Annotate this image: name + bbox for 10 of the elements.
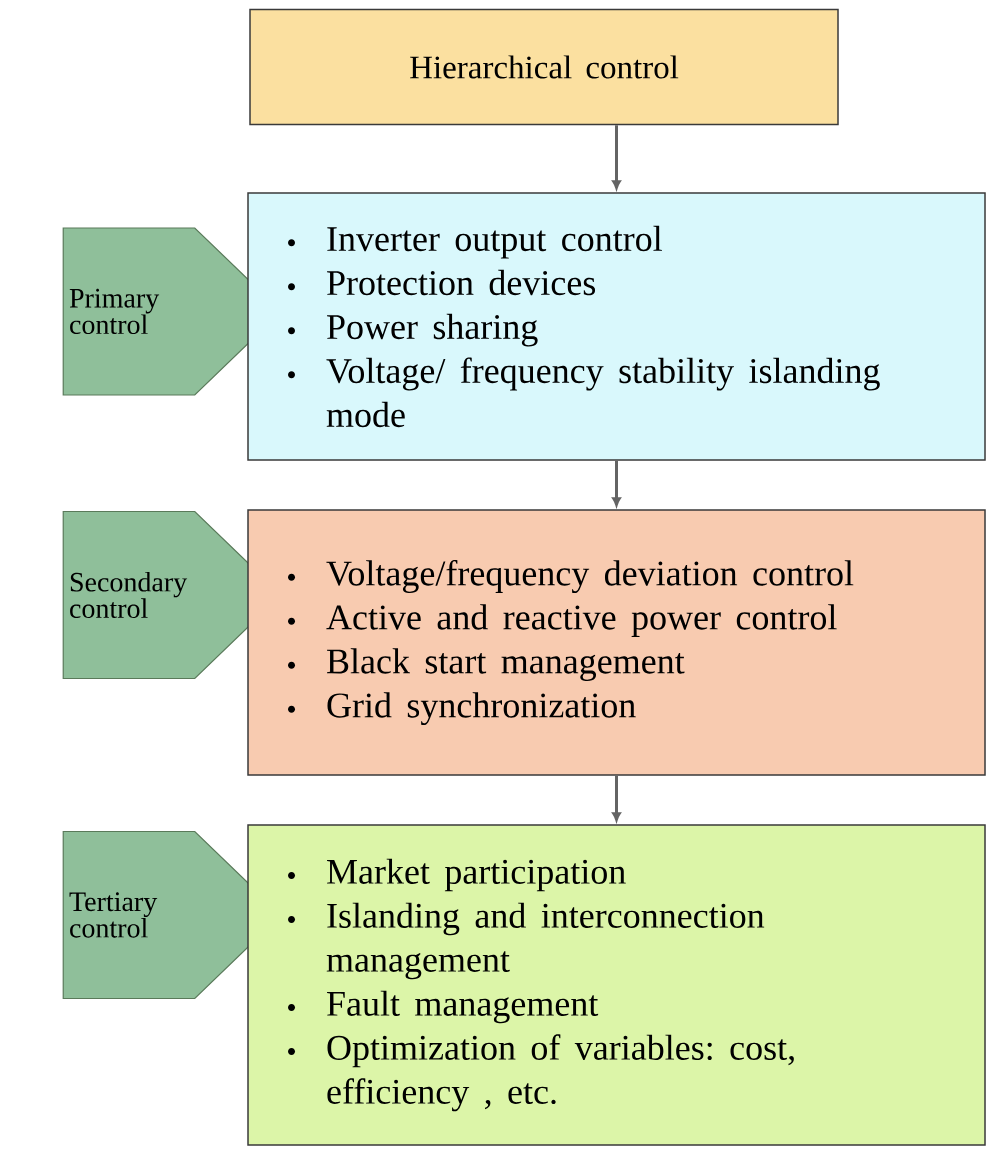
list-box: Market participation Islanding and interconnection management Fault management Optimization of variables: cost, efficiency , etc. [247, 824, 986, 1146]
pentagon-label: Primary control [62, 227, 283, 396]
pentagon-label: Tertiary control [62, 830, 283, 1000]
arrow [612, 460, 621, 507]
list-box: Voltage/frequency deviation control Active and reactive power control Black start management Grid synchronization [247, 509, 986, 776]
arrow [612, 125, 621, 190]
list-box: Inverter output control Protection devices Power sharing Voltage/ frequency stability islanding mode [247, 192, 986, 461]
arrow [612, 775, 621, 822]
pentagon-label: Secondary control [62, 510, 283, 680]
title-box: Hierarchical control [249, 8, 839, 126]
